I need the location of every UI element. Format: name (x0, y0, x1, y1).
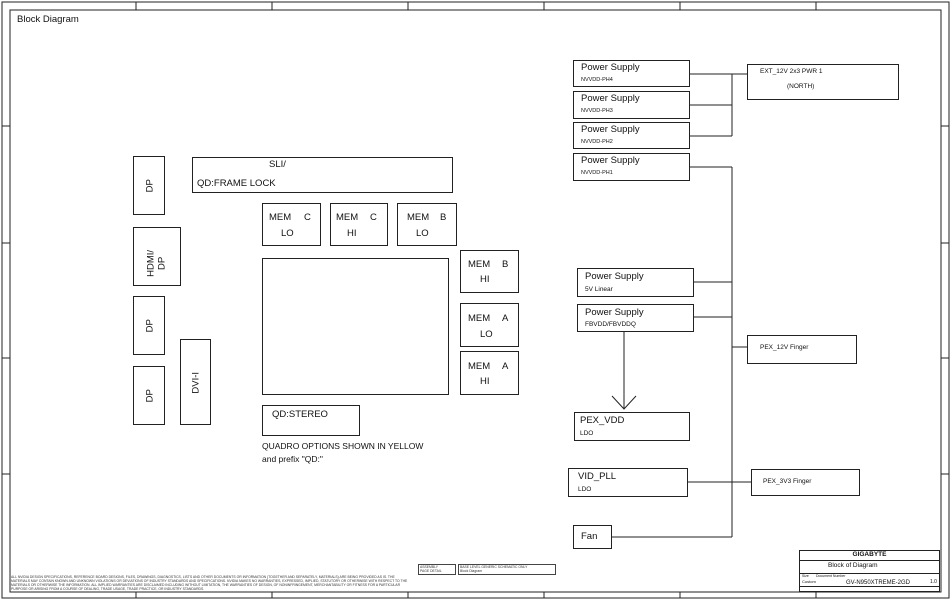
sli-label: SLI/ (269, 159, 286, 170)
mem-c-hi: MEM C HI (330, 203, 388, 246)
mem-a-lo-title: MEM (468, 313, 491, 324)
docnum-label: Document Number (816, 574, 846, 578)
assembly-note: ASSEMBLY PAGE DETAIL (418, 564, 456, 575)
port-dp-2: DP (133, 296, 165, 355)
mem-a-hi-channel: A (502, 361, 509, 372)
fan-label: Fan (581, 531, 598, 542)
ext-12v-label: EXT_12V 2x3 PWR 1 (760, 68, 823, 75)
gpu-block (262, 258, 449, 395)
mem-c-hi-title: MEM (336, 212, 359, 223)
mem-a-hi-title: MEM (468, 361, 491, 372)
mem-c-lo-bank: LO (281, 228, 294, 239)
mem-b-lo-title: MEM (407, 212, 430, 223)
port-dvi-i: DVI-I (180, 339, 211, 425)
mem-b-hi-channel: B (502, 259, 509, 270)
port-dp-1-label: DP (144, 179, 156, 193)
port-dp-2-label: DP (144, 319, 156, 333)
sheet-title-block: Block of Diagram (828, 562, 878, 569)
power-supply-nvvdd-ph3: Power Supply NVVDD-PH3 (573, 91, 690, 119)
ext-12v-location: (NORTH) (787, 83, 815, 90)
mem-b-hi-bank: HI (480, 274, 490, 285)
mem-c-hi-bank: HI (347, 228, 357, 239)
sheet-title: Block Diagram (17, 14, 79, 25)
mem-a-hi: MEM A HI (460, 351, 519, 395)
power-supply-title: Power Supply (585, 307, 644, 318)
vid-pll-ldo: VID_PLL LDO (568, 468, 688, 497)
frame-lock-label: QD:FRAME LOCK (197, 178, 276, 189)
company-name: GIGABYTE (852, 551, 887, 558)
mem-b-lo: MEM B LO (397, 203, 457, 246)
pex-3v3-label: PEX_3V3 Finger (763, 478, 812, 485)
document-number: GV-N950XTREME-2GD (846, 580, 911, 586)
mem-c-lo: MEM C LO (262, 203, 321, 246)
power-supply-title: Power Supply (585, 271, 644, 282)
fan-block: Fan (573, 525, 612, 549)
power-supply-title: Power Supply (581, 124, 640, 135)
port-dp-3: DP (133, 366, 165, 425)
mem-b-hi: MEM B HI (460, 250, 519, 293)
pex-12v-label: PEX_12V Finger (760, 344, 809, 351)
power-supply-title: Power Supply (581, 62, 640, 73)
pex-vdd-ldo: PEX_VDD LDO (574, 412, 690, 441)
port-dp-3-label: DP (144, 389, 156, 403)
pex-12v-finger: PEX_12V Finger (747, 335, 857, 364)
power-supply-5v-linear: Power Supply 5V Linear (577, 268, 694, 297)
quadro-note: QUADRO OPTIONS SHOWN IN YELLOW (262, 441, 424, 451)
mem-b-lo-bank: LO (416, 228, 429, 239)
quadro-prefix-note: and prefix "QD:" (262, 454, 323, 464)
mem-c-lo-channel: C (304, 212, 311, 223)
mem-a-hi-bank: HI (480, 376, 490, 387)
sli-frame-lock-block: SLI/ QD:FRAME LOCK (192, 157, 453, 193)
power-supply-rail: NVVDD-PH3 (581, 108, 613, 114)
power-supply-nvvdd-ph1: Power Supply NVVDD-PH1 (573, 153, 690, 181)
mem-c-hi-channel: C (370, 212, 377, 223)
power-supply-title: Power Supply (581, 93, 640, 104)
pex-vdd-title: PEX_VDD (580, 415, 625, 426)
mem-b-lo-channel: B (440, 212, 447, 223)
vid-pll-sub: LDO (578, 486, 592, 493)
power-supply-nvvdd-ph4: Power Supply NVVDD-PH4 (573, 60, 690, 87)
size-value: Custom (802, 579, 816, 584)
pex-3v3-finger: PEX_3V3 Finger (751, 469, 860, 496)
port-hdmi-dp-label: HDMI/ DP (145, 249, 168, 277)
power-supply-fbvdd: Power Supply FBVDD/FBVDDQ (577, 304, 694, 332)
port-hdmi-dp: HDMI/ DP (133, 227, 181, 286)
mem-b-hi-title: MEM (468, 259, 491, 270)
port-dvi-i-label: DVI-I (190, 371, 202, 394)
power-supply-rail: NVVDD-PH4 (581, 77, 613, 83)
legal-disclaimer: ALL NVIDIA DESIGN SPECIFICATIONS, REFERE… (11, 575, 408, 591)
size-label: Size (802, 574, 809, 578)
power-supply-rail: 5V Linear (585, 286, 613, 293)
pex-vdd-sub: LDO (580, 430, 594, 437)
stereo-label: QD:STEREO (272, 409, 328, 420)
power-supply-rail: FBVDD/FBVDDQ (585, 321, 636, 328)
power-supply-nvvdd-ph2: Power Supply NVVDD-PH2 (573, 122, 690, 149)
port-dp-1: DP (133, 156, 165, 215)
mem-c-lo-title: MEM (269, 212, 292, 223)
mem-a-lo: MEM A LO (460, 303, 519, 347)
power-supply-rail: NVVDD-PH2 (581, 139, 613, 145)
power-supply-rail: NVVDD-PH1 (581, 170, 613, 176)
mem-a-lo-bank: LO (480, 329, 493, 340)
stereo-block: QD:STEREO (262, 405, 360, 436)
title-block: GIGABYTE Block of Diagram Size Document … (799, 550, 940, 592)
revision: 1.0 (930, 579, 937, 585)
ext-12v-connector: EXT_12V 2x3 PWR 1 (NORTH) (747, 64, 899, 100)
base-level-note: BASE LEVEL GENERIC SCHEMATIC ONLY Block … (458, 564, 556, 575)
power-supply-title: Power Supply (581, 155, 640, 166)
mem-a-lo-channel: A (502, 313, 509, 324)
vid-pll-title: VID_PLL (578, 471, 617, 482)
